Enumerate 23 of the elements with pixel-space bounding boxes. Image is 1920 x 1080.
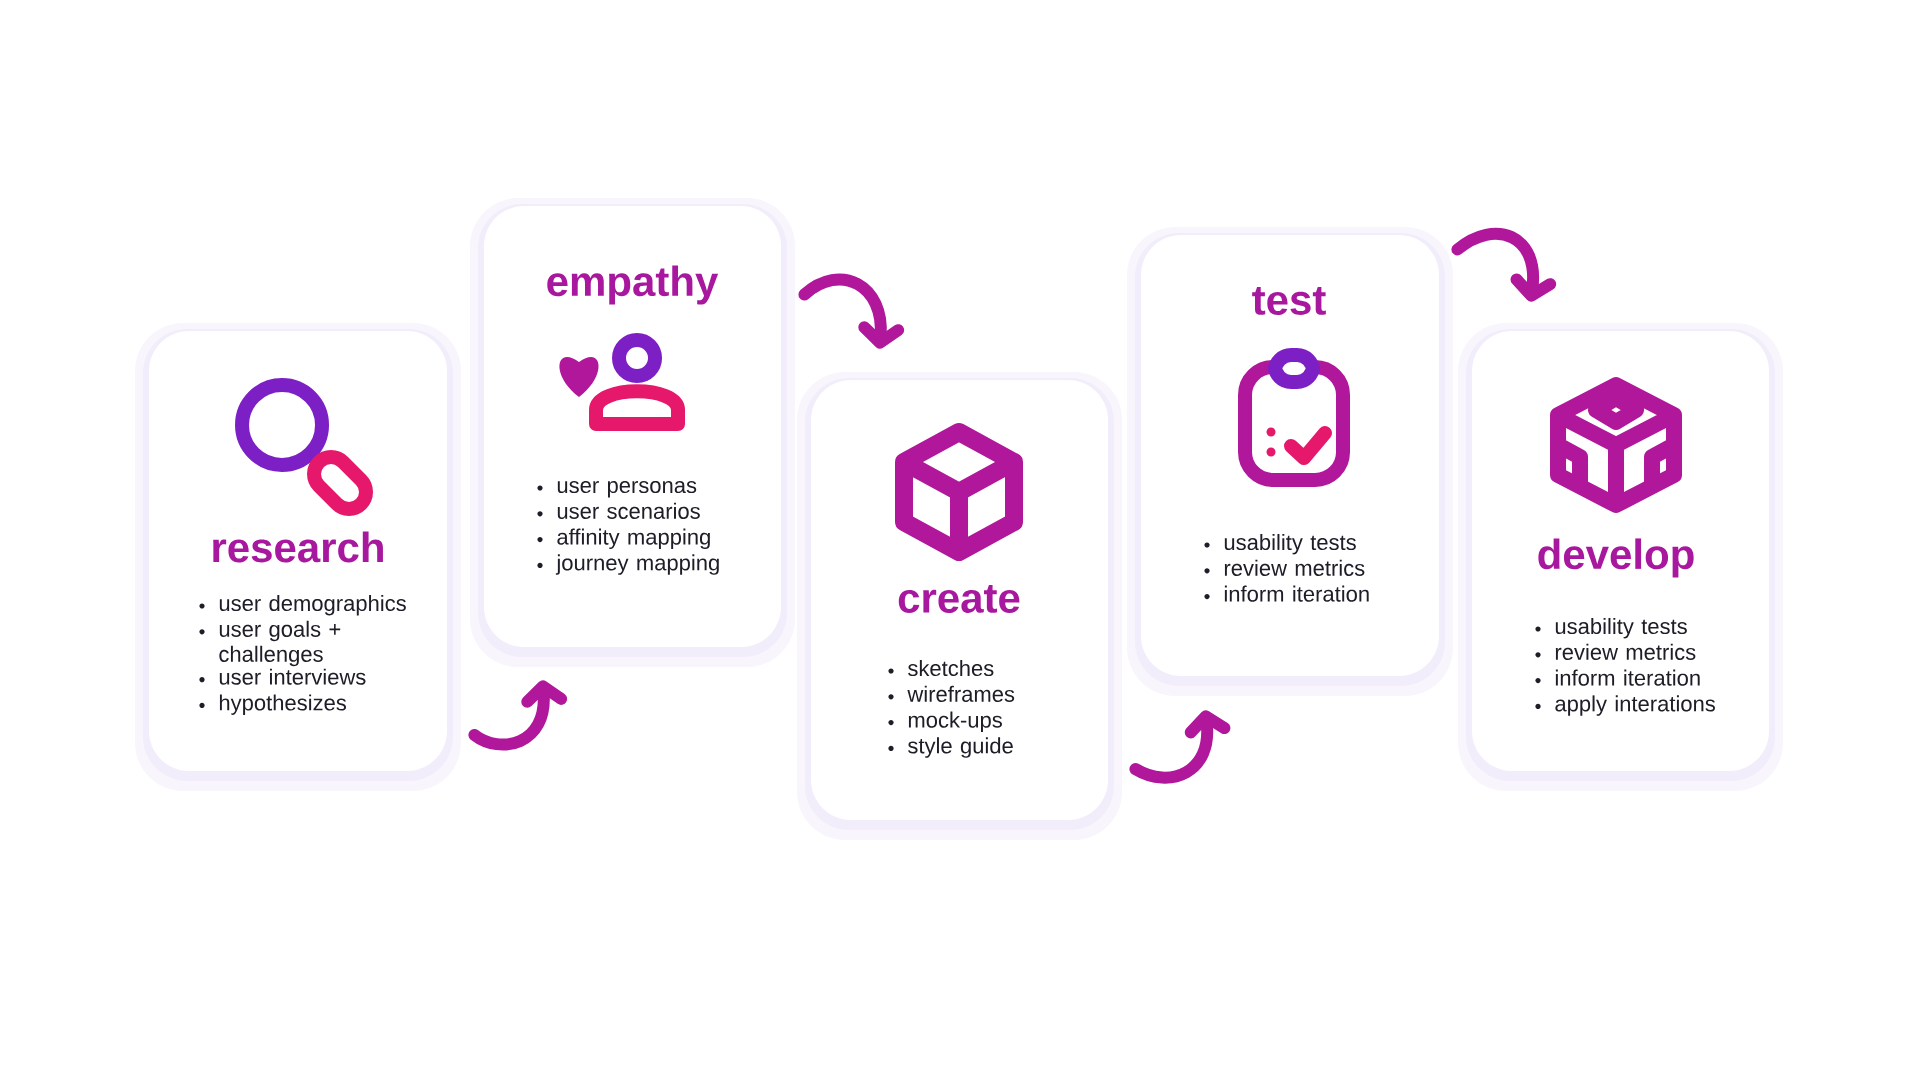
bullet-item: journey mapping	[537, 554, 719, 575]
bullet-item: hypothesizes	[199, 694, 346, 715]
bullet-item: user scenarios	[537, 502, 700, 519]
bullet-item: inform iteration	[1535, 669, 1700, 686]
bullet-item: usability tests	[1535, 617, 1687, 639]
card-heading: create	[898, 585, 1020, 613]
bullet-item: style guide	[888, 737, 1013, 758]
card-heading: develop	[1538, 538, 1694, 578]
bullet-item: review metrics	[1204, 559, 1365, 576]
bullet-item: wireframes	[888, 685, 1015, 702]
bullet-item: apply interations	[1535, 695, 1715, 716]
card-heading: test	[1252, 287, 1326, 315]
card-heading: research	[213, 531, 383, 563]
bullet-item: inform iteration	[1204, 585, 1369, 602]
bullet-item: mock-ups	[888, 711, 1002, 733]
bullet-item: review metrics	[1535, 643, 1696, 660]
bullet-item: user demographics	[199, 594, 406, 616]
bullet-item: sketches	[888, 659, 994, 677]
bullet-item: user interviews	[199, 668, 366, 685]
bullet-item: affinity mapping	[537, 528, 710, 550]
bullet-item: usability tests	[1204, 533, 1356, 555]
card-heading: empathy	[547, 265, 719, 305]
bullet-item: user personas	[537, 481, 697, 498]
